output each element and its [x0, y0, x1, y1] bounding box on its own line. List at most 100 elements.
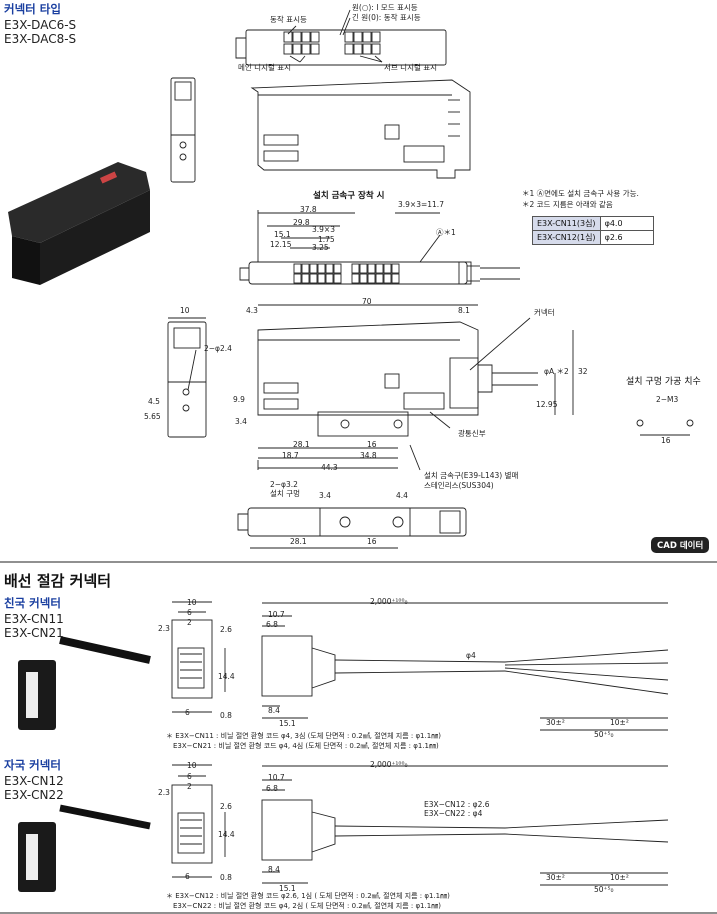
model-name: E3X-CN11	[4, 612, 64, 626]
parent-cable-note: ＊ E3X−CN11 : 비닐 절연 환형 코드 φ4, 3심 (도체 단면적 …	[166, 732, 441, 740]
connector-type-title: 커넥터 타입	[4, 2, 61, 16]
dim-label: 3.25	[312, 243, 329, 252]
mode-indicator-label: 원(○): I 모드 표시등	[352, 3, 418, 12]
sub-display-label: 서브 디지털 표시	[384, 63, 438, 72]
model-name: E3X-DAC8-S	[4, 32, 77, 46]
child-connector-title: 자국 커넥터	[4, 758, 61, 772]
dim-label: 12.95	[536, 400, 558, 409]
dim-label: 2,000⁺¹⁰⁰₀	[370, 597, 408, 606]
dim-label: 2.3	[158, 624, 170, 633]
dim-label: 44.3	[321, 463, 338, 472]
dim-label: 16	[367, 440, 377, 449]
dim-label: 6.8	[266, 784, 278, 793]
dim-label: 15.1	[274, 230, 291, 239]
amplifier-main-outline	[257, 321, 479, 416]
parent-cable-note: E3X−CN21 : 비닐 절연 환형 코드 φ4, 4심 (도체 단면적 : …	[173, 742, 439, 750]
dim-label: 10	[187, 598, 197, 607]
table-cell: E3X-CN11(3심)	[532, 216, 601, 231]
model-name: E3X-CN21	[4, 626, 64, 640]
dim-label: 3.9×3=11.7	[398, 200, 444, 209]
table-row: E3X-CN12(1심) φ2.6	[532, 230, 654, 245]
long-op-indicator-label: 긴 원(0): 동작 표시등	[352, 13, 421, 22]
dim-label: 2	[187, 782, 192, 791]
hole-processing-title: 설치 구멍 가공 치수	[626, 377, 701, 387]
hole-dia-label: 2−φ2.4	[204, 344, 232, 353]
model-name: E3X-CN22	[4, 788, 64, 802]
dim-label: 12.15	[270, 240, 292, 249]
bracket-mount-title: 설치 금속구 장착 시	[313, 191, 385, 201]
dim-label: 9.9	[233, 395, 245, 404]
dim-label: 18.7	[282, 451, 299, 460]
dim-label: 30±²	[546, 873, 565, 882]
dim-label: 6	[187, 608, 192, 617]
dim-label: 8.1	[458, 306, 470, 315]
table-cell: E3X-CN12(1심)	[532, 230, 601, 245]
table-row: E3X-CN11(3심) φ4.0	[532, 216, 654, 231]
bracket-note: 설치 금속구(E39-L143) 별매	[424, 471, 519, 480]
cable-diameter-table: E3X-CN11(3심) φ4.0 E3X-CN12(1심) φ2.6	[532, 216, 654, 245]
model-name: E3X-DAC6-S	[4, 18, 77, 32]
dim-label: 2.6	[220, 625, 232, 634]
dim-label: 14.4	[218, 672, 235, 681]
dim-label: 34.8	[360, 451, 377, 460]
dim-label: 6	[185, 708, 190, 717]
bracket-outline	[317, 411, 409, 437]
indicator-leds	[283, 31, 381, 55]
dim-label: 2.3	[158, 788, 170, 797]
dim-label: 6	[187, 772, 192, 781]
connector-label: 커넥터	[534, 308, 555, 317]
note-1: ＊1 Ⓐ면에도 설치 금속구 사용 가능.	[522, 189, 639, 198]
dim-label: 30±²	[546, 718, 565, 727]
dim-label: 3.9×3	[312, 225, 335, 234]
m3-label: 2−M3	[656, 395, 679, 404]
hole-label: 2−φ3.2	[270, 480, 298, 489]
dim-label: 10.7	[268, 773, 285, 782]
dim-label: 2.6	[220, 802, 232, 811]
bracket-leds	[293, 263, 400, 284]
table-cell: φ4.0	[599, 216, 654, 231]
cable-label: E3X−CN22 : φ4	[424, 809, 483, 818]
child-cable-note: ＊ E3X−CN12 : 비닐 절연 환형 코드 φ2.6, 1심 ( 도체 단…	[166, 892, 450, 900]
dim-label: 15.1	[279, 719, 296, 728]
dim-label: 8.4	[268, 706, 280, 715]
hole-label-2: 설치 구멍	[270, 489, 300, 498]
amplifier-side-outline	[250, 79, 471, 179]
dim-label: 3.4	[319, 491, 331, 500]
dim-label: 28.1	[290, 537, 307, 546]
dim-label: 10.7	[268, 610, 285, 619]
dim-label: Ⓐ＊1	[436, 228, 456, 237]
dim-label: 37.8	[300, 205, 317, 214]
dim-label: φ4	[466, 651, 476, 660]
dim-label: 70	[362, 297, 372, 306]
amplifier-photo	[8, 162, 150, 285]
dim-label: 3.4	[235, 417, 247, 426]
dim-label: 16	[661, 436, 671, 445]
cad-data-button[interactable]: CAD 데이터	[651, 537, 710, 553]
table-cell: φ2.6	[599, 230, 654, 245]
dim-label: 10	[180, 306, 190, 315]
model-name: E3X-CN12	[4, 774, 64, 788]
dim-label: 28.1	[293, 440, 310, 449]
amplifier-top-outline	[245, 29, 447, 66]
parent-connector-photo	[18, 636, 151, 730]
dim-label: 5.65	[144, 412, 161, 421]
dim-label: 4.3	[246, 306, 258, 315]
main-display-label: 메인 디지털 표시	[238, 63, 292, 72]
dim-label: φA ＊2	[544, 367, 569, 376]
op-indicator-label: 동작 표시등	[270, 15, 307, 24]
dim-label: 4.5	[148, 397, 160, 406]
dim-label: 6.8	[266, 620, 278, 629]
dim-label: 50⁺⁵₀	[594, 885, 614, 894]
dim-label: 8.4	[268, 865, 280, 874]
dim-label: 16	[367, 537, 377, 546]
bracket-material: 스테인리스(SUS304)	[424, 481, 494, 490]
child-connector-photo	[18, 804, 151, 892]
dim-label: 10±²	[610, 873, 629, 882]
child-cable-note: E3X−CN22 : 비닐 절연 환형 코드 φ4, 2심 ( 도체 단면적 :…	[173, 902, 441, 910]
dim-label: 29.8	[293, 218, 310, 227]
dim-label: 32	[578, 367, 588, 376]
dim-label: 10	[187, 761, 197, 770]
dim-label: 2,000⁺¹⁰⁰₀	[370, 760, 408, 769]
dim-label: 6	[185, 872, 190, 881]
